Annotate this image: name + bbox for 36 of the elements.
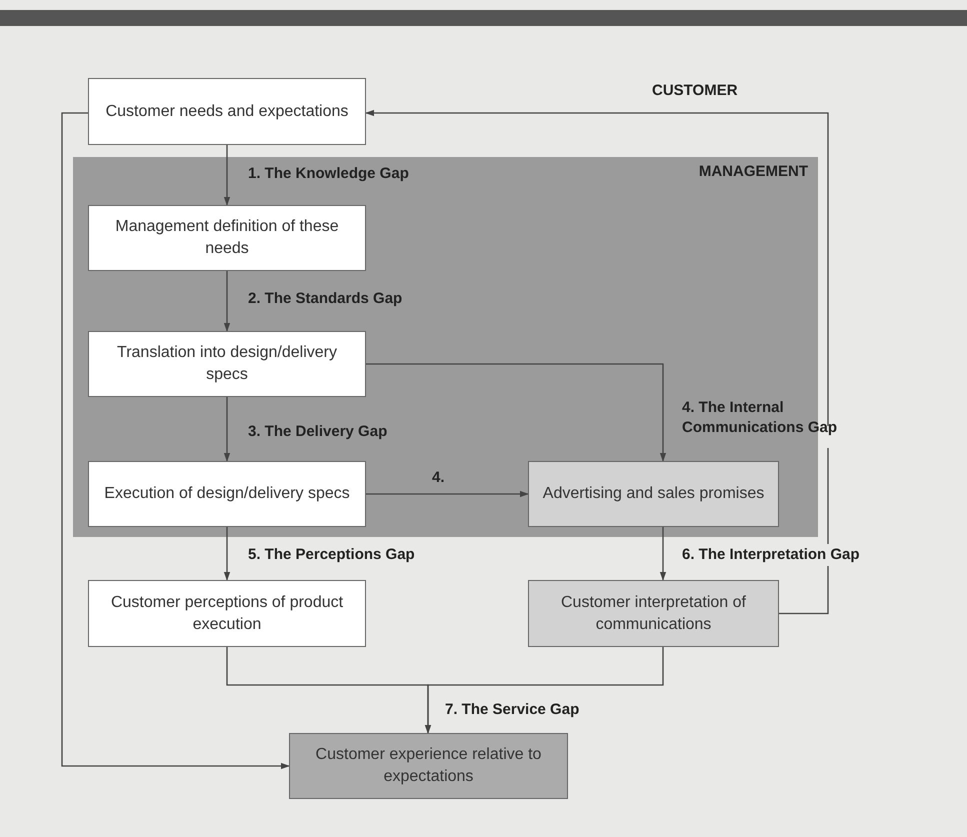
edge-label: 5. The Perceptions Gap: [248, 545, 416, 564]
box-text: Customer interpretation of communications: [560, 592, 747, 634]
box-text: Advertising and sales promises: [542, 484, 766, 504]
edge-label: 7. The Service Gap: [445, 700, 580, 720]
arrow: [224, 397, 230, 462]
arrow: [224, 271, 230, 332]
process-box: [289, 733, 568, 799]
arrow: [366, 363, 666, 462]
box-text: Customer experience relative to expectations: [314, 745, 542, 787]
process-box: [88, 78, 366, 145]
process-box: [88, 580, 366, 647]
box-text: Customer needs and expectations: [104, 102, 350, 122]
process-box: [88, 205, 366, 271]
process-box: [88, 461, 366, 527]
arrow: [224, 145, 230, 206]
arrow: [660, 527, 666, 581]
process-box: [528, 461, 779, 527]
arrow: [365, 110, 829, 614]
edge-label: 1. The Knowledge Gap: [248, 164, 410, 184]
process-box: [88, 331, 366, 397]
box-text: Translation into design/delivery specs: [116, 343, 338, 385]
edge-label: 4. The Internal Communications Gap: [682, 398, 838, 437]
area-heading: MANAGEMENT: [698, 163, 808, 180]
edge-label: 4.: [432, 468, 446, 488]
arrow: [424, 647, 664, 734]
box-text: Management definition of these needs: [114, 217, 340, 259]
arrow: [224, 527, 230, 581]
process-box: [528, 580, 779, 647]
edge-label: 6. The Interpretation Gap: [682, 545, 861, 564]
edge-label: 3. The Delivery Gap: [248, 422, 388, 442]
box-text: Execution of design/delivery specs: [103, 484, 351, 504]
arrow: [61, 112, 290, 770]
box-text: Customer perceptions of product execution: [110, 592, 344, 634]
area-heading: CUSTOMER: [652, 82, 738, 99]
edge-label: 2. The Standards Gap: [248, 289, 404, 308]
arrow: [366, 490, 529, 498]
